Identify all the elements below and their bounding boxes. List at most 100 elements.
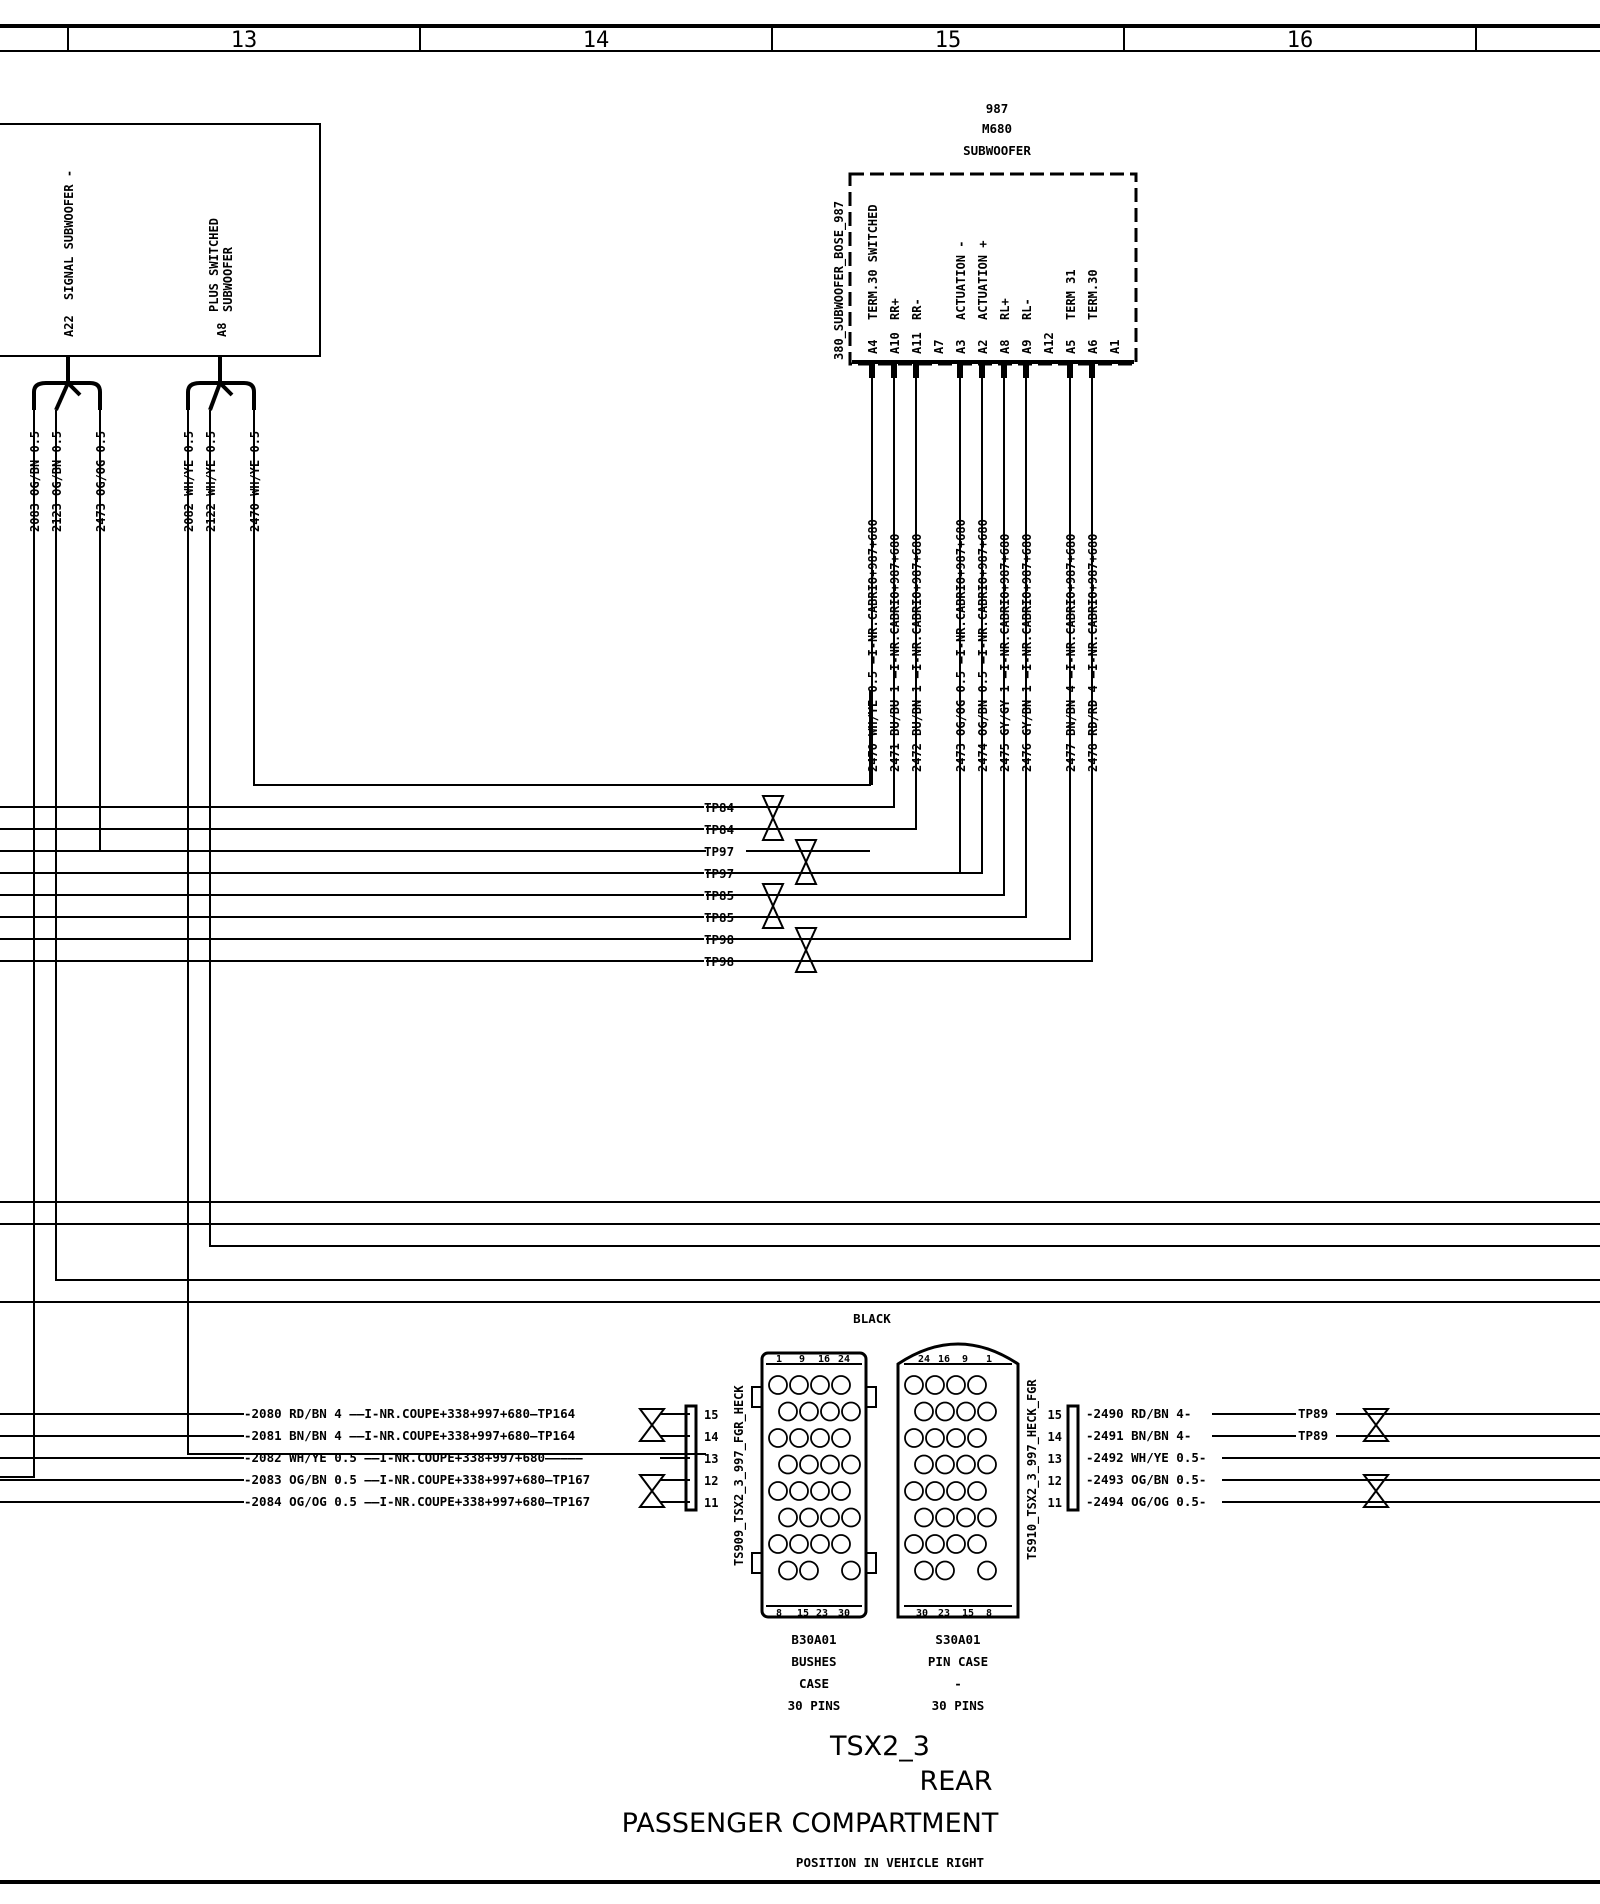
subwoofer-module: 987 M680 SUBWOOFER 380_SUBWOOFER_BOSE_98… — [706, 101, 1138, 962]
terminal-a4 — [869, 364, 875, 378]
pin-socket — [778, 1401, 798, 1422]
bushes-caption-4: 30 PINS — [788, 1698, 841, 1713]
pin-socket — [799, 1507, 819, 1528]
pin-socket — [904, 1428, 924, 1448]
subwoofer-pin-a6: A6 — [1086, 340, 1100, 354]
pin-socket — [768, 1375, 788, 1395]
connector-pin-15: 15 — [704, 1408, 718, 1422]
pin-caption-2: PIN CASE — [928, 1654, 988, 1669]
subwoofer-pin-label-a4: TERM.30 SWITCHED — [866, 204, 880, 320]
twist-pair-x-icon — [761, 795, 785, 841]
pin-socket — [925, 1481, 945, 1501]
pin-socket — [820, 1401, 840, 1422]
pin-socket — [935, 1454, 955, 1475]
pin-socket — [904, 1375, 924, 1395]
twist-pair-label: TP85 — [704, 910, 734, 925]
terminal-a11 — [913, 364, 919, 378]
bushes-caption-2: BUSHES — [791, 1654, 836, 1669]
pin-socket — [914, 1454, 934, 1475]
connector-right-wire-11: -2494 OG/OG 0.5- — [1086, 1494, 1206, 1509]
wire-2122: 2122 WH/YE 0.5 — [204, 431, 218, 532]
connector-pin-13: 13 — [704, 1452, 718, 1466]
pin-socket — [810, 1375, 830, 1395]
bushes-bottom-30: 30 — [838, 1608, 850, 1619]
pin-socket — [778, 1560, 798, 1581]
connector-wire-13: -2082 WH/YE 0.5 ——I-NR.COUPE+338+997+680… — [244, 1450, 583, 1465]
subwoofer-pin-a11: A11 — [910, 332, 924, 354]
bushes-caption-3: CASE — [799, 1676, 829, 1691]
pin-socket — [810, 1481, 830, 1501]
pin-socket — [967, 1481, 987, 1501]
pin-socket — [831, 1375, 851, 1395]
twist-pair-x-icon — [794, 839, 818, 885]
pin-socket — [977, 1507, 997, 1528]
pin-socket — [946, 1534, 966, 1554]
bushes-pin-grid — [768, 1375, 861, 1581]
pin-a8: A8 — [215, 323, 229, 337]
pin-socket — [820, 1507, 840, 1528]
bushes-bottom-8: 8 — [776, 1608, 782, 1619]
pin-socket — [904, 1481, 924, 1501]
terminal-a9 — [1023, 364, 1029, 378]
subwoofer-pin-a8: A8 — [998, 340, 1012, 354]
subwoofer-pin-label-a2: ACTUATION + — [976, 241, 990, 320]
twist-pair-label: TP97 — [704, 844, 734, 859]
connector-pin-11: 11 — [704, 1496, 718, 1510]
column-14: 14 — [583, 28, 610, 53]
twist-pair-x-icon — [1362, 1474, 1390, 1508]
subwoofer-pin-a3: A3 — [954, 340, 968, 354]
pin-socket — [935, 1507, 955, 1528]
pin-socket — [810, 1534, 830, 1554]
subwoofer-pin-a2: A2 — [976, 340, 990, 354]
connector-right-pin-15: 15 — [1048, 1408, 1062, 1422]
connector-right-pin-12: 12 — [1048, 1474, 1062, 1488]
bushes-top-1: 1 — [776, 1354, 782, 1365]
wire-2473: 2473 OG/OG 0.5 — [94, 431, 108, 532]
pin-a8-label-1: PLUS SWITCHED — [207, 218, 221, 312]
bushes-top-16: 16 — [818, 1354, 830, 1365]
pin-bottom-30: 30 — [916, 1608, 928, 1619]
pin-socket — [946, 1428, 966, 1448]
twist-pair-label: TP84 — [704, 822, 734, 837]
subwoofer-wire-a6: 2478 RD/RD 4 —I-NR.CABRIO+987+680 — [1086, 534, 1100, 772]
subwoofer-wire-a2: 2474 OG/BN 0.5 —I-NR.CABRIO+987+680 — [976, 519, 990, 772]
compartment-label: PASSENGER COMPARTMENT — [622, 1808, 999, 1839]
pin-socket — [789, 1428, 809, 1448]
pin-a8-label-2: SUBWOOFER — [221, 246, 235, 312]
twist-pair-label: TP98 — [704, 932, 734, 947]
wire-2470: 2470 WH/YE 0.5 — [248, 431, 262, 532]
pin-caption-1: S30A01 — [935, 1632, 980, 1647]
pin-socket — [831, 1428, 851, 1448]
pin-socket — [841, 1507, 861, 1528]
pin-socket — [946, 1481, 966, 1501]
wire-2123: 2123 OG/BN 0.5 — [50, 431, 64, 532]
pin-case: 24 16 9 1 30 23 15 8 — [896, 1342, 1020, 1619]
subwoofer-wire-a9: 2476 GY/BN 1 —I-NR.CABRIO+987+680 — [1020, 534, 1034, 772]
terminal-a2 — [979, 364, 985, 378]
left-splices — [32, 356, 256, 411]
wire-2082: 2082 WH/YE 0.5 — [182, 431, 196, 532]
connector-location: REAR — [919, 1766, 992, 1797]
pin-bottom-15: 15 — [962, 1608, 974, 1619]
bushes-top-9: 9 — [799, 1354, 805, 1365]
pin-socket — [977, 1560, 997, 1581]
twist-pair-x-icon — [761, 883, 785, 929]
connector-left-wiring: -2080 RD/BN 4 ——I-NR.COUPE+338+997+680—T… — [0, 1404, 718, 1512]
pin-case-pin-grid — [904, 1375, 997, 1581]
connector-tsx2-3: BLACK TS909_TSX2_3_997_FGR_HECK TS910_TS… — [732, 1311, 1040, 1797]
connector-right-pin-13: 13 — [1048, 1452, 1062, 1466]
subwoofer-pin-label-a11: RR- — [910, 298, 924, 320]
pin-socket — [925, 1428, 945, 1448]
subwoofer-wire-a11: 2472 BU/BN 1 —I-NR.CABRIO+987+680 — [910, 534, 924, 772]
subwoofer-pin-a12: A12 — [1042, 332, 1056, 354]
pin-socket — [810, 1428, 830, 1448]
pin-socket — [935, 1401, 955, 1422]
pin-caption-3: - — [954, 1676, 962, 1691]
twist-pair-label: TP84 — [704, 800, 734, 815]
pin-socket — [841, 1401, 861, 1422]
pin-a22: A22 — [62, 315, 76, 337]
subwoofer-pin-a7: A7 — [932, 340, 946, 354]
connector-right-wire-14: -2491 BN/BN 4- — [1086, 1428, 1191, 1443]
